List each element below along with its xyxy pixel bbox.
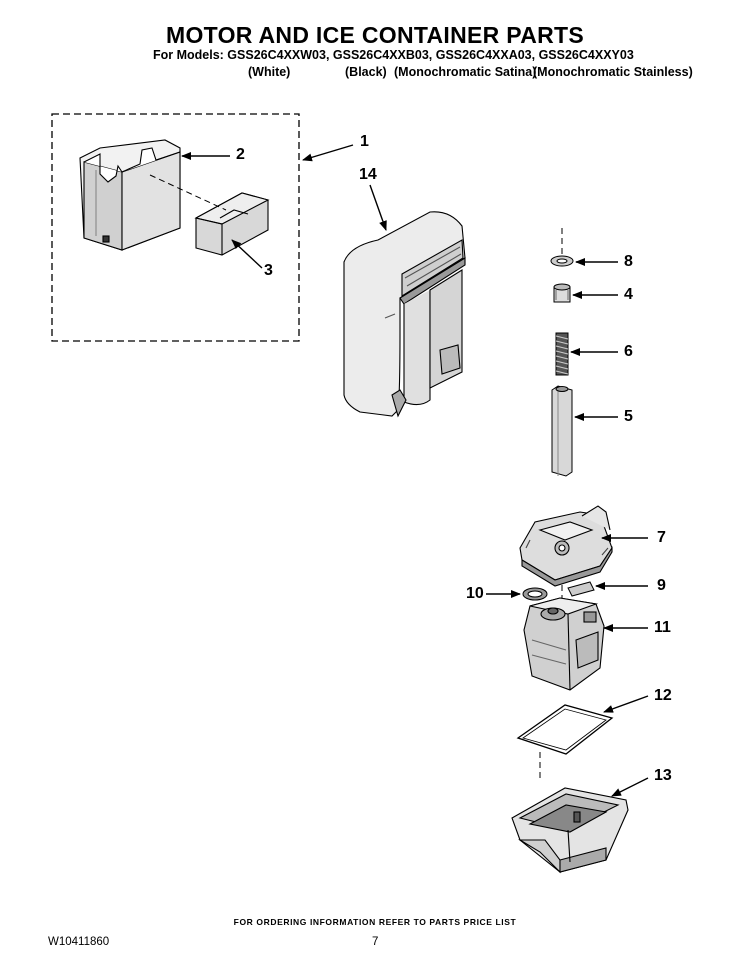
auger-motor bbox=[523, 597, 605, 691]
callout-3: 3 bbox=[264, 262, 273, 279]
leader-14 bbox=[369, 184, 387, 231]
callout-13: 13 bbox=[654, 767, 672, 784]
leader-3 bbox=[231, 239, 263, 269]
callout-10: 10 bbox=[466, 585, 484, 602]
bracket-cover bbox=[194, 192, 270, 256]
callout-12: 12 bbox=[654, 687, 672, 704]
dispenser-housing bbox=[343, 211, 466, 418]
page-title: MOTOR AND ICE CONTAINER PARTS bbox=[165, 22, 585, 48]
callout-11: 11 bbox=[654, 619, 671, 636]
ice-container-bracket bbox=[79, 139, 181, 251]
callout-5: 5 bbox=[624, 408, 633, 425]
leader-13 bbox=[611, 777, 649, 797]
ordering-note: FOR ORDERING INFORMATION REFER TO PARTS … bbox=[233, 917, 517, 927]
o-ring bbox=[522, 587, 548, 601]
leader-1 bbox=[302, 144, 354, 162]
motor-housing-tray bbox=[511, 787, 629, 874]
gasket bbox=[516, 704, 614, 755]
callout-8: 8 bbox=[624, 253, 633, 270]
models-line: For Models: GSS26C4XXW03, GSS26C4XXB03, … bbox=[153, 48, 634, 62]
variant-stainless: (Monochromatic Stainless) bbox=[533, 65, 693, 79]
callout-2: 2 bbox=[236, 146, 245, 163]
motor-mount-plate bbox=[519, 505, 613, 587]
assembly-box bbox=[51, 113, 300, 342]
spring bbox=[555, 332, 569, 376]
variant-satina: (Monochromatic Satina) bbox=[394, 65, 537, 79]
callout-6: 6 bbox=[624, 343, 633, 360]
drive-shaft bbox=[551, 385, 573, 477]
page-number: 7 bbox=[372, 936, 379, 948]
pad bbox=[567, 581, 595, 597]
coupler bbox=[553, 283, 571, 303]
callout-4: 4 bbox=[624, 286, 633, 303]
variant-white: (White) bbox=[248, 65, 291, 79]
leader-12 bbox=[603, 695, 649, 713]
callout-9: 9 bbox=[657, 577, 666, 594]
leader-lines bbox=[181, 144, 649, 797]
callout-7: 7 bbox=[657, 529, 666, 546]
document-number: W10411860 bbox=[48, 936, 110, 948]
washer bbox=[550, 255, 574, 267]
variant-black: (Black) bbox=[345, 65, 387, 79]
callout-14: 14 bbox=[359, 166, 377, 183]
callout-1: 1 bbox=[360, 133, 369, 150]
dashed-alignment-2-3 bbox=[149, 174, 227, 211]
